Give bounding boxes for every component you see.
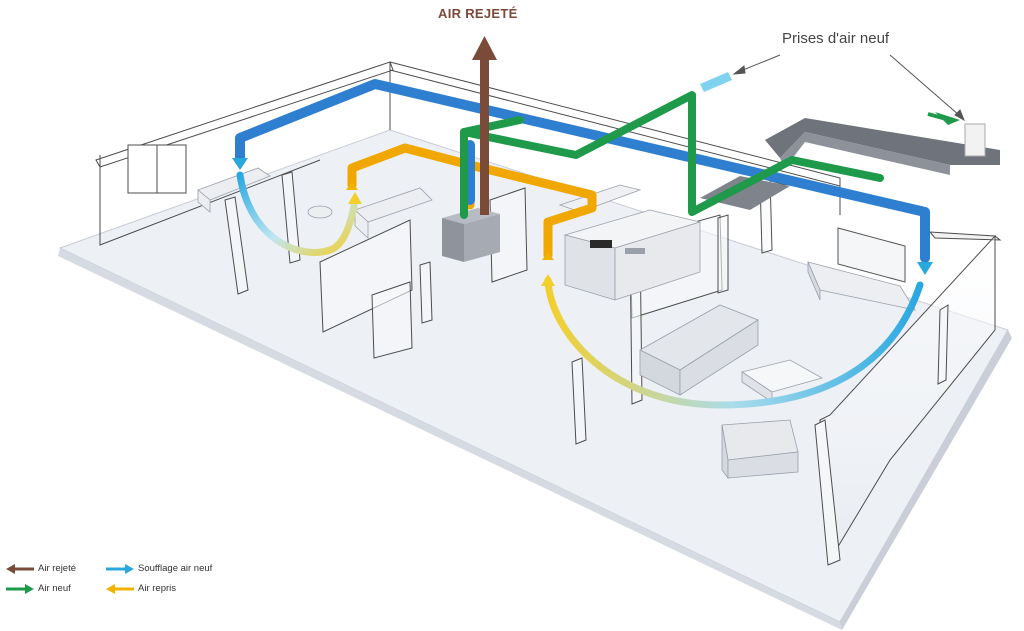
arrow-right-icon [6,583,34,594]
airflow-arc-right [541,274,924,409]
exhaust-chimney [472,36,497,215]
legend-item-extract: Air repris [106,583,176,594]
supply-duct [235,79,930,263]
airflow-arc-left [236,171,362,256]
legend-label: Soufflage air neuf [138,563,213,574]
arrow-left-icon [106,583,134,594]
arrow-right-icon [106,563,134,574]
exhaust-air-label: AIR REJETÉ [438,6,518,21]
fresh-air-ducts [460,91,884,219]
fresh-air-inlet-nozzle [700,72,732,92]
legend: Air rejeté Soufflage air neuf Air neuf A… [6,563,266,603]
ventilation-unit-box [442,208,500,262]
outer-walls [95,61,1002,566]
legend-item-exhaust: Air rejeté [6,563,76,574]
legend-label: Air rejeté [38,563,77,574]
legend-item-supply: Soufflage air neuf [106,563,212,574]
extract-intake-arrows [346,182,554,260]
outdoor-inlet-box [927,112,986,157]
legend-label: Air neuf [38,583,71,594]
kitchen-furniture [558,184,702,301]
windows [127,144,187,194]
legend-item-fresh: Air neuf [6,583,71,594]
bathroom-furniture [197,167,433,239]
supply-drop-arrows [232,158,933,275]
outdoor-duct-channel [700,118,1000,210]
arrow-left-icon [6,563,34,574]
fresh-air-inlets-label: Prises d'air neuf [782,30,890,47]
callout-arrows [732,54,965,122]
living-room-furniture [639,227,916,480]
legend-label: Air repris [138,583,177,594]
